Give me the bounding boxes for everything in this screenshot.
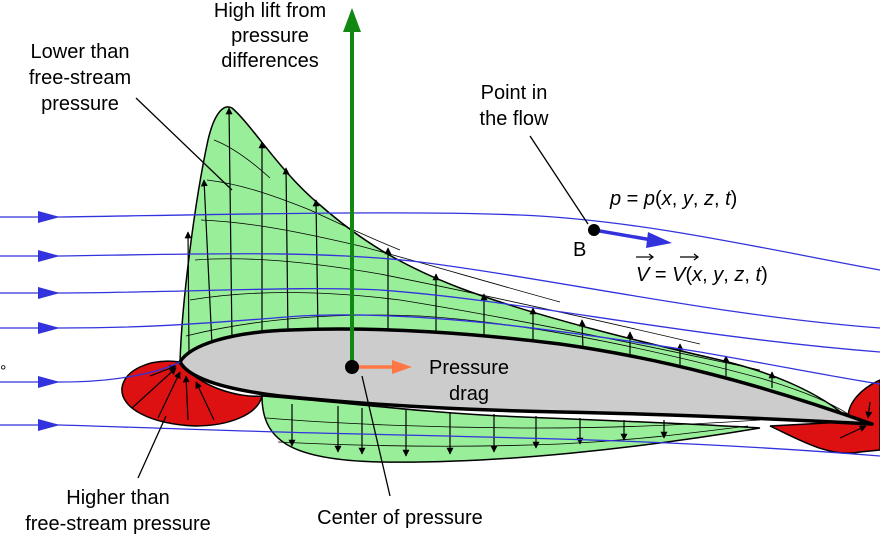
center-of-pressure-label: Center of pressure <box>317 507 483 529</box>
leader-lines <box>135 97 589 497</box>
high-pressure-region-leading <box>121 360 263 427</box>
edge-symbol: ° <box>0 363 6 380</box>
lift-label-line3: differences <box>221 50 318 72</box>
drag-arrowhead <box>392 360 412 374</box>
point-b-label: B <box>573 239 586 261</box>
center-of-pressure-dot <box>345 360 359 374</box>
high-pressure-arrows <box>131 364 873 439</box>
high-pressure-region-trailing <box>769 379 880 454</box>
drag-label-line2: drag <box>449 383 489 405</box>
lift-pressure-arrows-upper <box>184 107 776 388</box>
high-pressure-label-line2: free-stream pressure <box>25 513 211 535</box>
pressure-equation: p = p(x, y, z, t) <box>609 188 737 210</box>
lift-arrowhead <box>343 8 361 32</box>
lift-label-line2: pressure <box>231 25 309 47</box>
point-label-line1: Point in <box>481 82 548 104</box>
low-pressure-label-line3: pressure <box>41 93 119 115</box>
streamlines <box>0 212 880 457</box>
point-b-dot <box>588 224 600 236</box>
low-pressure-label-line2: free-stream <box>29 67 131 89</box>
drag-label-line1: Pressure <box>429 357 509 379</box>
velocity-arrowhead <box>646 232 672 248</box>
velocity-equation: V = V(x, y, z, t) <box>636 264 768 286</box>
low-pressure-label-line1: Lower than <box>31 41 130 63</box>
streamline-arrowheads <box>38 211 60 431</box>
lift-label-line1: High lift from <box>214 0 326 22</box>
high-pressure-label-line1: Higher than <box>66 487 169 509</box>
velocity-arrow-shaft <box>593 228 653 242</box>
point-label-line2: the flow <box>480 108 549 130</box>
velocity-vector-marks <box>636 253 699 261</box>
